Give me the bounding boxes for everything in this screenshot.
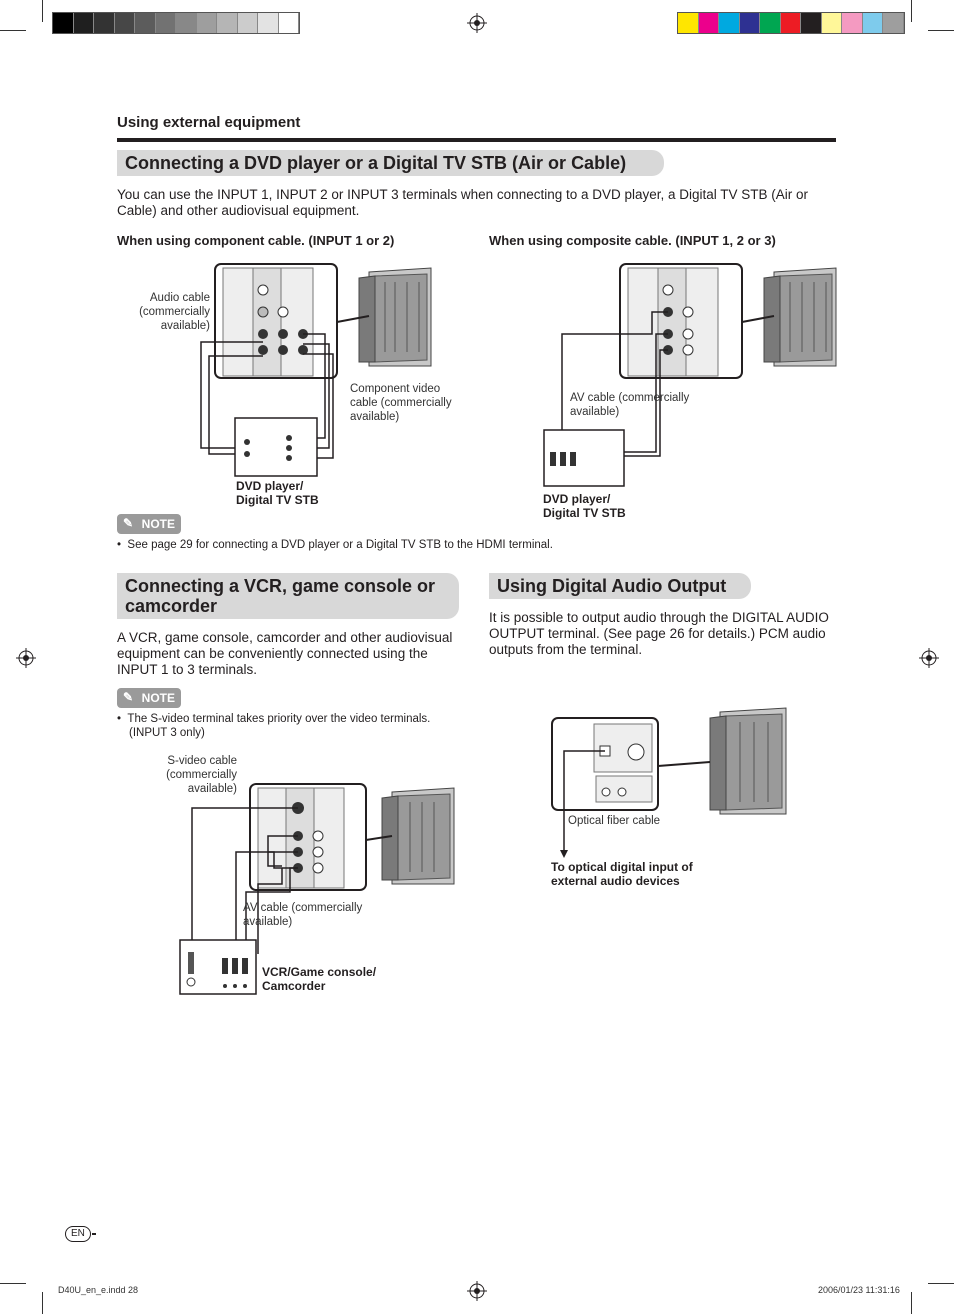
vcr-note-text: The S-video terminal takes priority over… xyxy=(127,713,431,739)
color-swatch xyxy=(258,13,279,33)
tv-rear-icon xyxy=(358,267,432,367)
crop-mark xyxy=(928,30,954,31)
footer-file: D40U_en_e.indd 28 xyxy=(58,1285,139,1295)
destination-label: To optical digital input of external aud… xyxy=(551,860,693,888)
crop-mark xyxy=(42,1292,43,1314)
component-cable-label: Component video cable (commercially avai… xyxy=(350,383,452,423)
vcr-note: • The S-video terminal takes priority ov… xyxy=(117,713,431,739)
crop-mark xyxy=(928,1283,954,1284)
color-swatch xyxy=(862,13,883,33)
color-swatch xyxy=(739,13,760,33)
audio-cable-label: Audio cable (commercially available) xyxy=(139,292,210,332)
registration-mark-icon xyxy=(467,13,487,33)
crop-mark xyxy=(911,1292,912,1314)
crop-mark xyxy=(911,0,912,22)
component-device-label: DVD player/ Digital TV STB xyxy=(236,479,319,507)
vcr-text: A VCR, game console, camcorder and other… xyxy=(117,630,453,677)
color-swatch xyxy=(53,13,74,33)
fiber-cable-label: Optical fiber cable xyxy=(568,815,661,827)
color-swatch xyxy=(278,13,299,33)
color-swatch xyxy=(217,13,238,33)
color-swatch xyxy=(237,13,258,33)
composite-title: When using composite cable. (INPUT 1, 2 … xyxy=(489,233,776,248)
vcr-heading: Connecting a VCR, game console or camcor… xyxy=(117,573,459,619)
color-swatch xyxy=(760,13,781,33)
crop-mark xyxy=(0,1283,26,1284)
note-badge-label: NOTE xyxy=(141,691,175,705)
color-swatch xyxy=(780,13,801,33)
section-rule xyxy=(117,138,836,142)
composite-connection-diagram xyxy=(543,263,837,487)
color-swatch xyxy=(114,13,135,33)
digital-audio-heading: Using Digital Audio Output xyxy=(489,573,751,599)
digital-audio-diagram xyxy=(551,707,787,858)
process-color-bar xyxy=(677,12,905,34)
component-title: When using component cable. (INPUT 1 or … xyxy=(117,233,395,248)
color-swatch xyxy=(883,13,904,33)
dvd-note-text: See page 29 for connecting a DVD player … xyxy=(127,539,553,551)
registration-mark-icon xyxy=(467,1281,487,1301)
composite-device-label: DVD player/ Digital TV STB xyxy=(543,492,626,520)
color-swatch xyxy=(698,13,719,33)
vcr-device-label: VCR/Game console/ Camcorder xyxy=(262,965,377,993)
color-swatch xyxy=(719,13,740,33)
digital-audio-text: It is possible to output audio through t… xyxy=(489,610,829,657)
av-cable-label: AV cable (commercially available) xyxy=(570,392,690,418)
color-swatch xyxy=(73,13,94,33)
color-swatch xyxy=(678,13,699,33)
registration-mark-icon xyxy=(16,648,36,668)
note-badge: ✎ NOTE xyxy=(117,688,181,708)
footer-stamp: 2006/01/23 11:31:16 xyxy=(818,1285,900,1295)
crop-mark xyxy=(0,30,26,31)
arrow-down-icon xyxy=(560,850,568,858)
color-swatch xyxy=(842,13,863,33)
page-dash xyxy=(92,1233,96,1235)
tv-rear-icon xyxy=(763,267,837,367)
language-badge: EN xyxy=(65,1226,91,1242)
crop-mark xyxy=(42,0,43,22)
tv-rear-icon xyxy=(381,787,455,885)
registration-mark-icon xyxy=(919,648,939,668)
color-swatch xyxy=(94,13,115,33)
color-swatch xyxy=(135,13,156,33)
section-title: Using external equipment xyxy=(117,114,301,131)
dvd-heading: Connecting a DVD player or a Digital TV … xyxy=(117,150,664,176)
dvd-player-icon xyxy=(234,417,318,477)
dvd-player-icon xyxy=(543,429,625,487)
dvd-intro: You can use the INPUT 1, INPUT 2 or INPU… xyxy=(117,187,809,218)
color-swatch xyxy=(821,13,842,33)
grayscale-color-bar xyxy=(52,12,300,34)
component-connection-diagram xyxy=(200,263,432,477)
paperclip-icon: ✎ xyxy=(123,516,134,530)
paperclip-icon: ✎ xyxy=(123,690,134,704)
color-swatch xyxy=(196,13,217,33)
note-badge: ✎ NOTE xyxy=(117,514,181,534)
vcr-av-cable-label: AV cable (commercially available) xyxy=(243,902,363,928)
vcr-connection-diagram xyxy=(179,783,455,995)
note-badge-label: NOTE xyxy=(141,517,175,531)
color-swatch xyxy=(176,13,197,33)
svideo-cable-label: S-video cable (commercially available) xyxy=(166,755,237,795)
color-swatch xyxy=(801,13,822,33)
tv-rear-icon xyxy=(709,707,787,815)
color-swatch xyxy=(155,13,176,33)
dvd-note: • See page 29 for connecting a DVD playe… xyxy=(117,539,553,551)
